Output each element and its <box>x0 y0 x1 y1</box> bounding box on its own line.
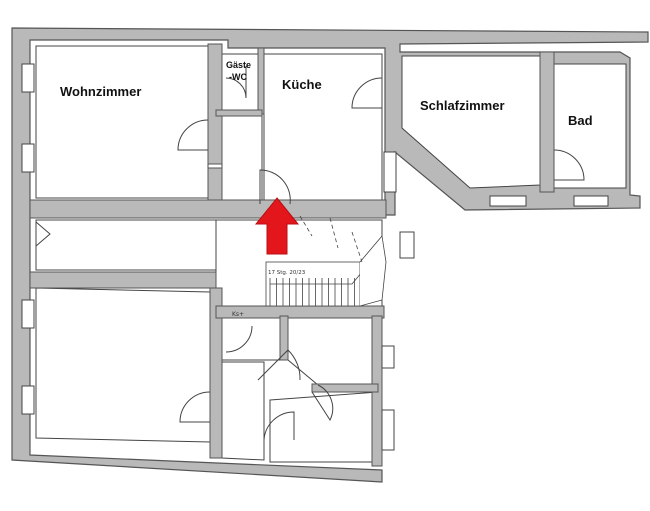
window-schlafzimmer <box>489 195 527 207</box>
door-gaeste-wc <box>225 66 247 99</box>
hall-upper-floor <box>221 115 263 205</box>
label-landing: Ks+ <box>232 311 244 318</box>
red-arrow-up-icon <box>254 197 300 255</box>
door-lower-mid <box>311 384 334 422</box>
door-kueche <box>259 169 291 205</box>
room-gaeste-wc-floor <box>221 53 259 111</box>
label-stair-steps: 17 Stg. 20/23 <box>268 270 306 276</box>
label-kueche: Küche <box>282 77 322 92</box>
window-lower-left-1 <box>21 299 35 329</box>
staircase <box>265 215 387 307</box>
door-bad <box>553 149 585 181</box>
room-schlafzimmer-floor <box>401 55 541 189</box>
interior-walls <box>29 43 555 467</box>
label-wohnzimmer: Wohnzimmer <box>60 84 141 99</box>
door-hall-mid <box>257 349 301 381</box>
doors <box>35 66 585 441</box>
door-small-center <box>225 325 253 353</box>
hall-lower-floor <box>221 361 265 461</box>
window-kueche <box>383 151 397 193</box>
window-bad <box>573 195 609 207</box>
windows <box>21 63 609 451</box>
window-stairs <box>399 231 415 259</box>
door-wohnzimmer <box>177 119 209 151</box>
door-lower-left <box>179 391 211 423</box>
room-wohnzimmer-floor <box>35 45 209 199</box>
room-kueche-floor <box>263 53 383 205</box>
label-bad: Bad <box>568 113 593 128</box>
room-lower-left-floor <box>35 287 211 443</box>
room-small-center-floor <box>221 315 281 361</box>
label-schlafzimmer: Schlafzimmer <box>420 98 505 113</box>
window-wohnzimmer-2 <box>21 143 35 173</box>
window-wohnzimmer-1 <box>21 63 35 93</box>
corridor-left-floor <box>35 219 217 271</box>
room-lower-right-floor <box>269 391 379 463</box>
door-corridor-left <box>35 221 51 247</box>
window-lower-left-2 <box>21 385 35 415</box>
window-lower-mid <box>381 345 395 369</box>
label-gaeste-wc-line2: -WC <box>229 72 247 82</box>
door-schlafzimmer <box>351 77 383 109</box>
window-lower-right <box>381 409 395 451</box>
label-gaeste-wc-line1: Gäste <box>226 60 251 70</box>
stair-handrail <box>270 271 363 285</box>
door-lower-right <box>263 411 295 441</box>
room-lower-mid-floor <box>287 317 373 386</box>
